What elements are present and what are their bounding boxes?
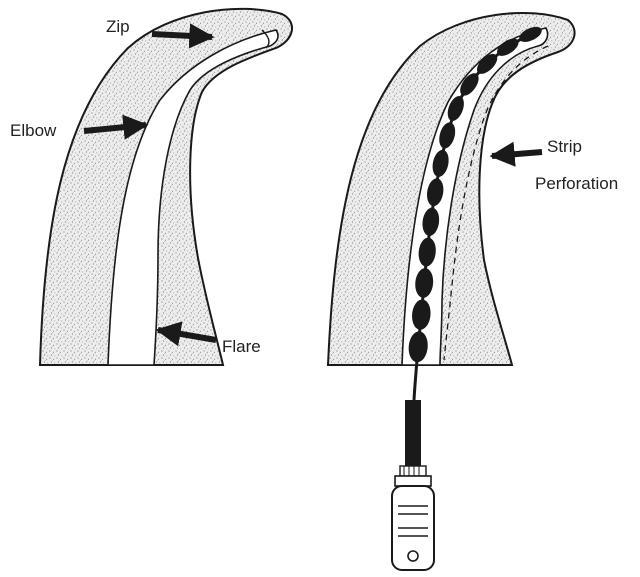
zip-label: Zip — [106, 17, 130, 36]
flare-label: Flare — [222, 337, 261, 356]
left-root-diagram: Zip Elbow Flare — [10, 9, 292, 365]
perforation-label: Perforation — [535, 174, 618, 193]
strip-perforation-arrow-icon — [492, 152, 542, 156]
strip-label: Strip — [547, 137, 582, 156]
zip-arrow-icon — [152, 34, 212, 37]
left-root-outline — [40, 9, 292, 365]
endodontic-file-icon — [392, 466, 434, 570]
right-root-diagram: Strip Perforation — [328, 13, 618, 570]
file-shank — [405, 400, 421, 468]
elbow-label: Elbow — [10, 121, 57, 140]
